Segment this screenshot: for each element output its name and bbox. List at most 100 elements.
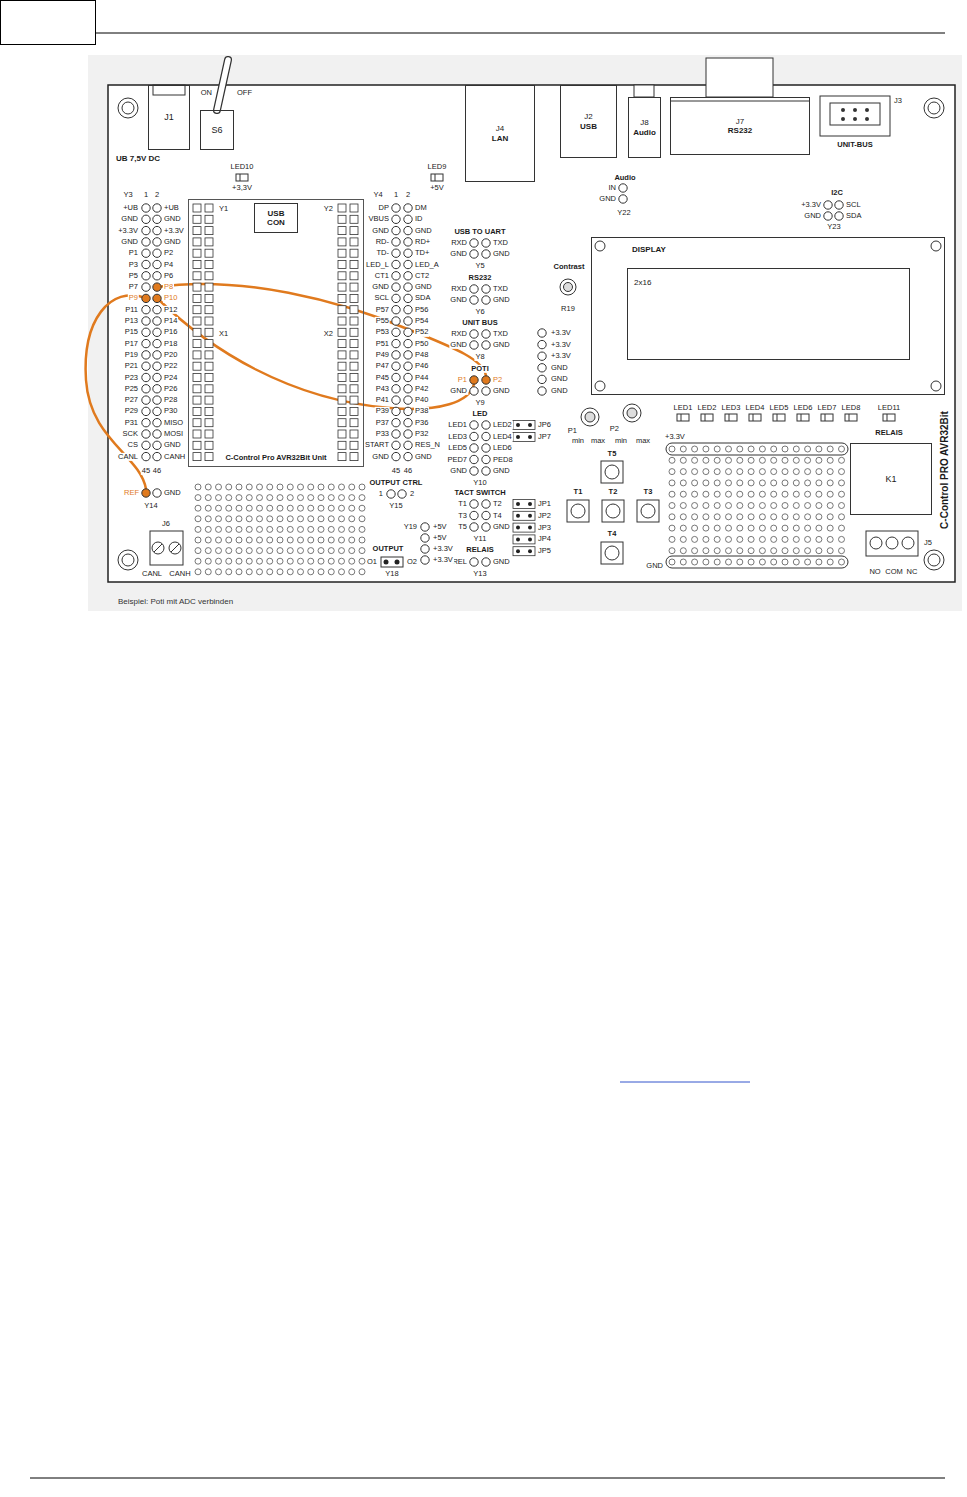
perfboard-hole: [236, 505, 242, 511]
perfboard-hole: [737, 525, 743, 531]
perfboard-hole: [349, 548, 355, 554]
module-pad: [338, 340, 346, 348]
toggle-switch: S6: [200, 110, 234, 150]
audio-jack: J8Audio: [628, 97, 661, 158]
pin-label: GND: [492, 341, 511, 349]
led-symbol: [236, 174, 248, 181]
perfboard-hole: [816, 525, 822, 531]
module-pad: [350, 430, 358, 438]
perfboard-hole: [692, 503, 698, 509]
perfboard-hole: [827, 469, 833, 475]
module-pad: [193, 238, 201, 246]
pin-label: JP6: [537, 421, 552, 429]
header-pin: [421, 534, 429, 542]
pin-label: Y18: [384, 570, 399, 578]
header-pin: [835, 201, 843, 209]
pin-label: J6: [161, 520, 171, 528]
module-pad: [205, 362, 213, 370]
header-pin: [538, 364, 546, 372]
perfboard-hole: [328, 505, 334, 511]
header-pin: [392, 373, 400, 381]
perfboard-hole: [805, 536, 811, 542]
perfboard-hole: [308, 505, 314, 511]
pin-label: Y22: [616, 209, 631, 217]
perfboard-hole: [737, 536, 743, 542]
module-pad: [205, 227, 213, 235]
perfboard-hole: [205, 548, 211, 554]
jumper-pin: [528, 549, 532, 553]
perfboard-hole: [827, 514, 833, 520]
pin-label: 1: [393, 191, 399, 199]
perfboard-hole: [748, 446, 754, 452]
pin-label: P46: [414, 362, 429, 370]
perfboard-hole: [267, 484, 273, 490]
module-pad: [350, 441, 358, 449]
perfboard-hole: [805, 514, 811, 520]
display-hole: [595, 241, 605, 251]
header-pin: [404, 351, 412, 359]
perfboard-hole: [328, 569, 334, 575]
perfboard-hole: [287, 484, 293, 490]
potentiometer-core: [627, 408, 637, 418]
push-button-cap: [641, 504, 655, 518]
perfboard-hole: [236, 548, 242, 554]
header-rule: [95, 33, 945, 34]
perfboard-hole: [318, 484, 324, 490]
pin-label: CANH: [163, 452, 186, 460]
perfboard-hole: [328, 558, 334, 564]
pin-label: GND: [492, 523, 511, 531]
perfboard-hole: [839, 548, 845, 554]
perfboard-hole: [226, 548, 232, 554]
pin-label: P57: [375, 306, 390, 314]
pin-label: P28: [163, 396, 178, 404]
pin-label: LED_L: [365, 260, 390, 268]
pin-label: 1: [378, 490, 384, 498]
module-pad: [205, 272, 213, 280]
perfboard-hole: [267, 537, 273, 543]
pin-label: P47: [375, 362, 390, 370]
perfboard-hole: [339, 548, 345, 554]
header-pin: [470, 285, 478, 293]
perfboard-hole: [692, 525, 698, 531]
module-pad: [205, 238, 213, 246]
pin-label: SDA: [414, 294, 431, 302]
header-pin: [482, 432, 490, 440]
pin-label: TXD: [492, 330, 509, 338]
module-pad: [350, 396, 358, 404]
pin-label: T2: [492, 500, 503, 508]
perfboard-hole: [359, 526, 365, 532]
display-hole: [931, 241, 941, 251]
perfboard-hole: [827, 536, 833, 542]
header-pin: [482, 558, 490, 566]
pin-label: P24: [163, 373, 178, 381]
perfboard-hole: [236, 569, 242, 575]
pin-label: JP3: [537, 523, 552, 531]
module-pad: [193, 407, 201, 415]
perfboard-hole: [298, 484, 304, 490]
perfboard-hole: [298, 516, 304, 522]
perfboard-hole: [205, 516, 211, 522]
header-tab: [1, 1, 96, 45]
pin-label: GND: [163, 238, 182, 246]
header-pin: [153, 260, 161, 268]
header-pin: [153, 317, 161, 325]
header-pin: [482, 387, 490, 395]
perfboard-hole: [726, 559, 732, 565]
header-pin: [153, 452, 161, 460]
perfboard-hole: [726, 480, 732, 486]
module-pad: [205, 340, 213, 348]
pin-label: GND: [492, 387, 511, 395]
perfboard-hole: [257, 484, 263, 490]
pin-label: +3.3V: [550, 329, 572, 337]
header-pin: [619, 184, 627, 192]
header-pin: [470, 500, 478, 508]
pin-label: GND: [449, 296, 468, 304]
perfboard-hole: [267, 569, 273, 575]
pin-label: LED2: [492, 421, 513, 429]
pin-label: J3: [893, 97, 903, 105]
perfboard-hole: [805, 503, 811, 509]
perfboard-hole: [349, 526, 355, 532]
pin-label: T1: [457, 500, 468, 508]
pin-label: GND: [371, 452, 390, 460]
led-symbol: [701, 414, 713, 421]
